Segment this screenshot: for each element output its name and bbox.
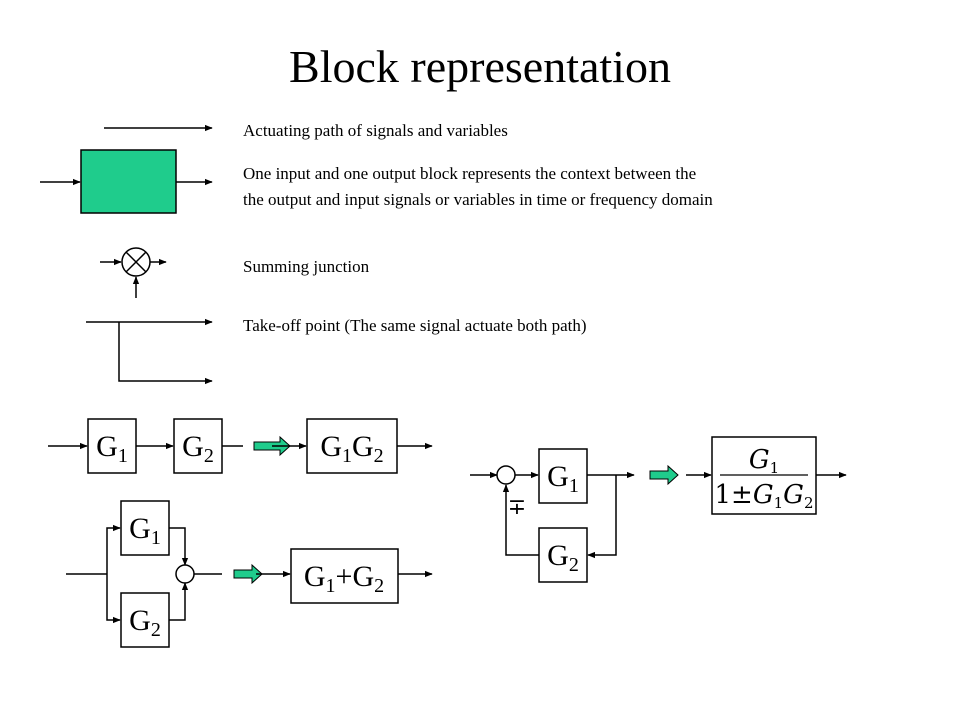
parallel-upper-branch — [106, 524, 121, 574]
block-desc-line1: One input and one output block represent… — [243, 164, 696, 183]
green-block — [80, 149, 177, 214]
feedback-equivalence-arrow — [649, 464, 679, 486]
parallel-block-g2 — [120, 592, 170, 648]
parallel-g1-label: G1 — [129, 512, 161, 549]
series-g2-label: G2 — [182, 430, 214, 467]
feedback-example: G1 G2 ∓ G1 1±G1G2 — [470, 436, 847, 583]
legend-actuating-path: Actuating path of signals and variables — [104, 121, 508, 140]
actuating-path-label: Actuating path of signals and variables — [243, 121, 508, 140]
summing-cross-line-b — [125, 251, 147, 273]
series-block-g2 — [173, 418, 223, 474]
series-example: G1 G2 G1G2 — [48, 418, 433, 474]
series-result-block — [306, 418, 398, 474]
parallel-equivalence-arrow — [233, 563, 263, 585]
feedback-summing-junction — [496, 465, 516, 485]
feedback-return-path — [502, 484, 539, 556]
legend-summing-junction: Summing junction — [100, 247, 370, 298]
series-g1-label: G1 — [96, 430, 128, 467]
parallel-upper-to-sum — [169, 527, 189, 566]
feedback-pickoff-path — [587, 475, 617, 559]
parallel-result-block — [290, 548, 399, 604]
parallel-result-label: G1+G2 — [304, 560, 384, 597]
takeoff-point-label: Take-off point (The same signal actuate … — [243, 316, 587, 335]
feedback-g2-label: G2 — [547, 539, 579, 576]
parallel-g2-label: G2 — [129, 604, 161, 641]
feedback-g1-label: G1 — [547, 460, 579, 497]
block-desc-line2: the output and input signals or variable… — [243, 190, 713, 209]
parallel-lower-to-sum — [169, 582, 189, 621]
legend-takeoff-point: Take-off point (The same signal actuate … — [86, 316, 587, 385]
takeoff-branch-arrow — [118, 322, 213, 385]
summing-junction-label: Summing junction — [243, 257, 370, 276]
feedback-fraction-numerator: G1 — [749, 445, 779, 477]
parallel-summing-junction — [175, 564, 195, 584]
series-result-label: G1G2 — [320, 430, 383, 467]
page-title: Block representation — [289, 41, 671, 92]
feedback-sign: ∓ — [508, 494, 526, 519]
feedback-block-g2 — [538, 527, 588, 583]
feedback-block-g1 — [538, 448, 588, 504]
parallel-lower-branch — [106, 574, 121, 624]
feedback-fraction-denominator: 1±G1G2 — [715, 480, 814, 512]
parallel-example: G1 G2 G1+G2 — [66, 500, 433, 648]
legend-block: One input and one output block represent… — [40, 149, 713, 214]
parallel-block-g1 — [120, 500, 170, 556]
